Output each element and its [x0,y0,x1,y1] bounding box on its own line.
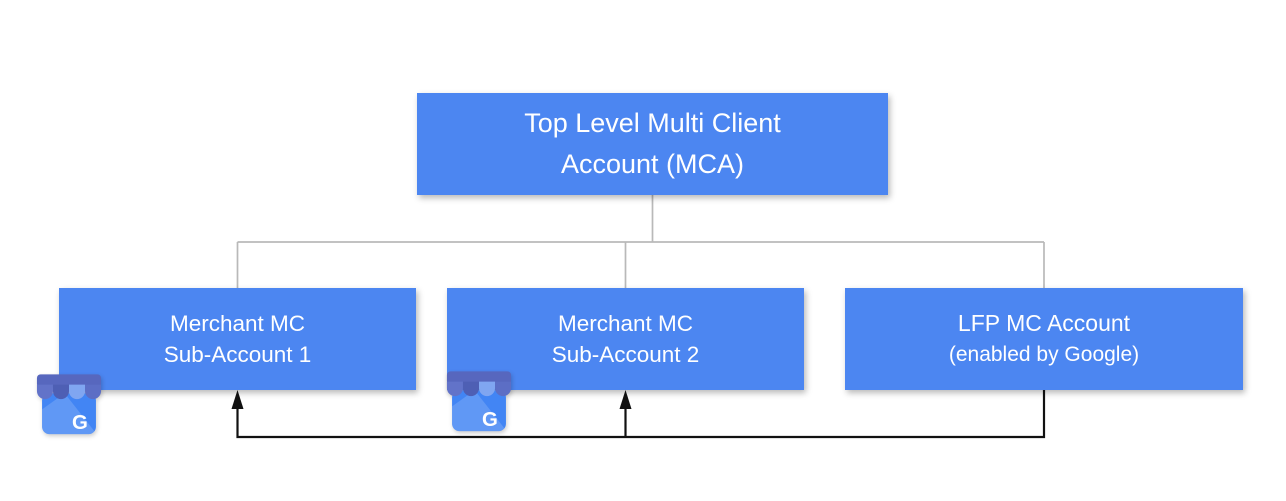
storefront-body [452,390,506,432]
google-business-icon: G [446,371,512,432]
google-g-letter: G [72,412,88,434]
arrowhead-up-icon [231,390,244,409]
google-business-icon: G [36,374,102,435]
storefront-awning [446,371,512,397]
hierarchy-connector-lines [236,195,1045,288]
node-top-level-mca: Top Level Multi Client Account (MCA) [417,93,888,195]
arrowhead-up-icon [619,390,632,409]
node-lfp-mc-account: LFP MC Account (enabled by Google) [845,288,1243,390]
node-label-line2: (enabled by Google) [948,343,1140,366]
node-label-line1: LFP MC Account [957,310,1131,336]
storefront-awning [36,374,102,400]
google-g-letter: G [482,409,498,431]
node-label-line1: Top Level Multi Client [524,108,781,138]
node-label-line1: Merchant MC [557,311,694,336]
node-label-line2: Sub-Account 1 [163,342,312,367]
storefront-body [42,393,96,435]
storefront-fold-highlight [42,393,96,435]
storefront-fold-highlight [452,390,506,432]
node-label-line2: Sub-Account 2 [551,342,700,367]
node-merchant-sub-account-1: Merchant MC Sub-Account 1 [59,288,416,390]
node-label-line2: Account (MCA) [560,149,745,179]
node-label-line1: Merchant MC [169,311,306,336]
feed-flow-line [236,390,1046,439]
